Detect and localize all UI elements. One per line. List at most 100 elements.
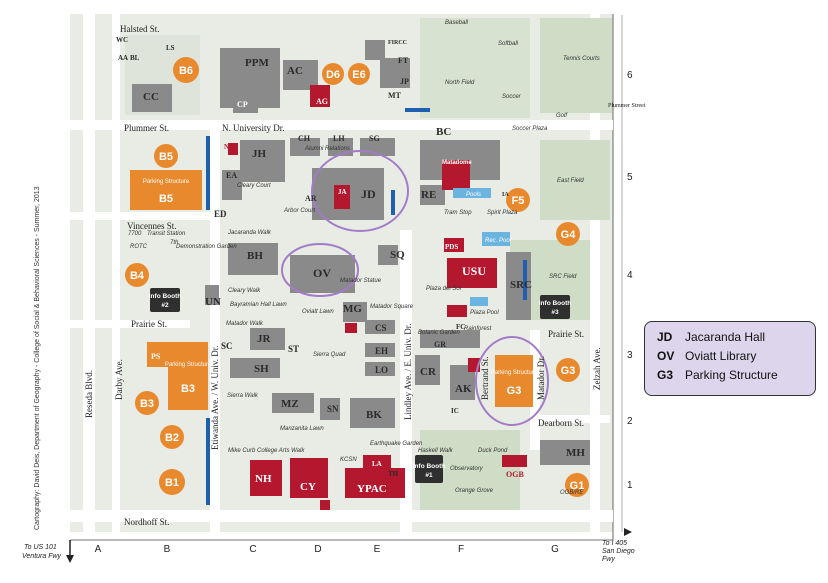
bld-ac: AC: [287, 65, 303, 77]
bld-ar: AR: [305, 194, 317, 203]
zone-f5: F5: [512, 195, 525, 207]
place-7th: 7th: [170, 240, 179, 246]
zone-g3: G3: [561, 365, 576, 377]
bld-eh: EH: [375, 346, 388, 356]
street-matador: Matador Dr.: [536, 356, 546, 400]
place-tennis: Tennis Courts: [563, 56, 600, 62]
directions: To US 101 Ventura Fwy To I 405 San Diego…: [22, 528, 635, 563]
street-prairie-w: Prairie St.: [131, 319, 167, 329]
bld-ps: PS: [151, 352, 161, 361]
row-1: 1: [627, 480, 633, 491]
street-lindley: Lindley Ave. / E. Univ. Dr.: [403, 324, 413, 421]
bld-fc: FC: [456, 323, 465, 331]
street-prairie-e: Prairie St.: [548, 329, 584, 339]
zone-b6: B6: [179, 65, 193, 77]
bld-ls: LS: [166, 44, 175, 52]
bld-st: ST: [288, 344, 299, 354]
street-labels: Halsted St. Plummer St. N. University Dr…: [84, 24, 646, 527]
zone-b5: B5: [159, 151, 173, 163]
bld-ep: EP: [345, 325, 355, 333]
bld-bl: BL: [130, 54, 140, 62]
zone-b2: B2: [165, 432, 179, 444]
bld-th: TH: [388, 470, 399, 478]
place-tram: Tram Stop: [444, 210, 472, 216]
bld-src: SRC: [510, 279, 532, 291]
dir-i405-c: Fwy: [602, 556, 615, 563]
bld-lh: LH: [333, 134, 345, 143]
place-cleary-walk: Cleary Walk: [228, 288, 261, 294]
place-matador-square: Matador Square: [370, 304, 414, 310]
street-vincennes: Vincennes St.: [127, 221, 176, 231]
ps-g3-name: Parking Structure: [491, 370, 538, 376]
row-2: 2: [627, 416, 633, 427]
street-reseda: Reseda Blvd.: [84, 370, 94, 418]
bld-la: LA: [372, 460, 382, 468]
grid-frame: [70, 14, 623, 541]
ps-b5-code: B5: [159, 193, 173, 205]
place-sierra-quad: Sierra Quad: [313, 352, 346, 358]
zone-d6: D6: [326, 69, 340, 81]
parking-structure-g3: [495, 355, 533, 407]
bld-mt: MT: [388, 91, 402, 100]
bld-ea: EA: [226, 171, 237, 180]
bld-ed: ED: [214, 209, 227, 219]
bld-matadome: Matadome: [442, 160, 472, 166]
place-arbor: Arbor Court: [283, 208, 315, 214]
pools: [453, 188, 510, 306]
campus-buildings: [132, 40, 590, 465]
place-src-field: SRC Field: [549, 274, 577, 280]
place-plaza-del-sol: Plaza del Sol: [426, 286, 462, 292]
place-orange-grove: Orange Grove: [455, 488, 494, 494]
arrow-down-icon: [66, 555, 74, 563]
bld-cp: CP: [237, 100, 248, 109]
place-mike-curb: Mike Curb College Arts Walk: [228, 448, 305, 454]
bld-ch: CH: [298, 134, 311, 143]
col-c: C: [249, 544, 256, 555]
parking-structure-b3: [168, 342, 208, 410]
bld-cy: CY: [300, 481, 316, 493]
bld-gr: GR: [434, 340, 446, 349]
dir-i405-b: San Diego: [602, 548, 635, 555]
street-halsted: Halsted St.: [120, 24, 160, 34]
bld-na: NA: [224, 143, 234, 151]
booth-2-label: Info Booth: [149, 293, 182, 300]
ps-building: [147, 342, 169, 367]
bld-fircc: FIRCC: [388, 40, 407, 46]
parking-structure-b5: [130, 170, 202, 210]
ps-g3-code: G3: [507, 385, 522, 397]
bld-sc: SC: [221, 341, 233, 351]
booth-3-label: Info Booth: [539, 300, 572, 307]
bld-pds: PDS: [445, 243, 458, 251]
booth-1-label: Info Booth: [413, 463, 446, 470]
zone-g1: G1: [570, 480, 585, 492]
bld-ov: OV: [313, 266, 331, 280]
grid-labels: A B C D E F G 6 5 4 3 2 1: [95, 70, 633, 555]
bld-bk: BK: [366, 409, 382, 421]
bld-ia: IA: [502, 192, 509, 198]
bld-ypac: YPAC: [357, 483, 387, 495]
street-n-university: N. University Dr.: [222, 123, 285, 133]
place-manzanita: Manzanita Lawn: [280, 426, 324, 432]
street-network: [70, 14, 613, 532]
building-codes: PPM AC CP AG CC JH CH LH SG JD AR BC RE …: [116, 36, 585, 495]
place-duck-pond: Duck Pond: [478, 448, 508, 454]
legend-name: Oviatt Library: [685, 349, 757, 363]
bld-ppm: PPM: [245, 57, 269, 69]
place-7700: 7700: [128, 231, 142, 237]
legend-code: JD: [657, 330, 673, 344]
parking-lines: [206, 108, 527, 505]
place-haskell: Haskell Walk: [418, 448, 454, 454]
bld-mz: MZ: [281, 398, 299, 410]
street-etiwanda: Etiwanda Ave. / W. Univ. Dr.: [210, 346, 220, 451]
info-booths: [150, 288, 570, 483]
place-rotc: ROTC: [130, 244, 148, 250]
place-matador-statue: Matador Statue: [340, 278, 382, 284]
bld-jd: JD: [361, 187, 376, 201]
place-pools: Pools: [466, 192, 481, 198]
place-alumni: Alumni Relations: [304, 146, 350, 152]
highlight-rings: [281, 150, 549, 426]
bld-sh: SH: [254, 363, 269, 375]
legend-name: Parking Structure: [685, 368, 778, 382]
bld-lo: LO: [375, 365, 388, 375]
